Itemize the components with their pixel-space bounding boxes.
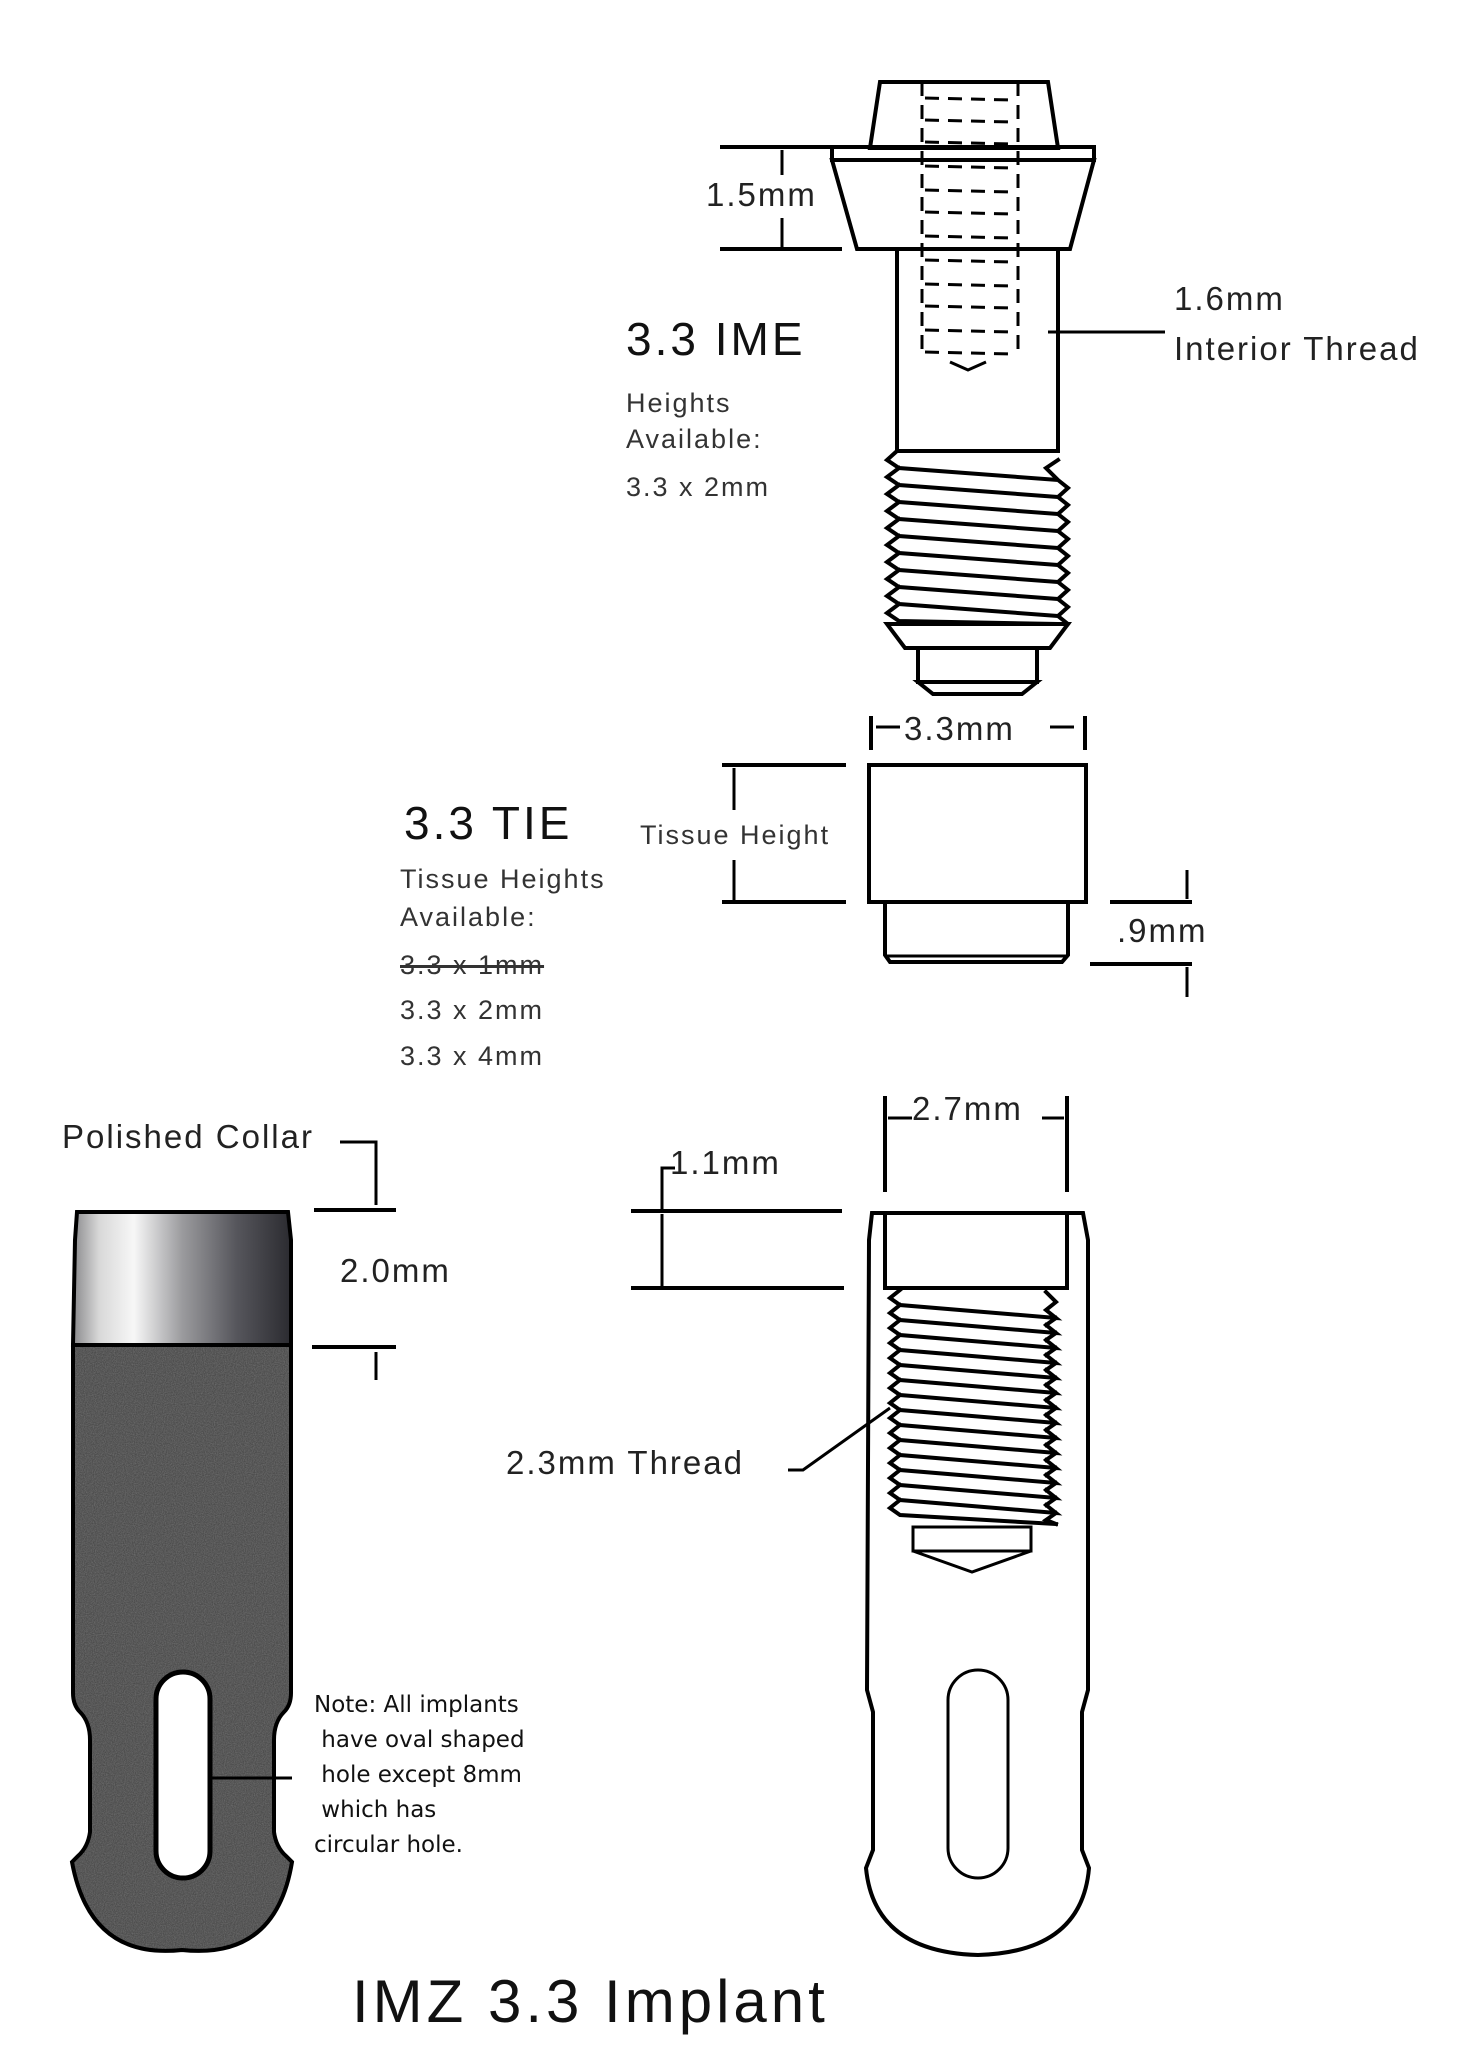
implant-outline-drawing	[631, 1096, 1092, 1958]
ime-product-name: 3.3 IME	[626, 313, 806, 365]
tie-product-name: 3.3 TIE	[404, 797, 573, 849]
ime-size-option: 3.3 x 2mm	[626, 472, 771, 502]
tie-component-drawing	[722, 716, 1192, 997]
ime-head-height-dimension: 1.5mm	[706, 176, 817, 213]
ime-interior-thread-dashes	[924, 96, 1013, 356]
collar-height-dimension: 2.0mm	[340, 1252, 451, 1289]
thread-label: 2.3mm Thread	[506, 1444, 744, 1481]
ime-top-cone	[867, 80, 1061, 150]
ime-abutment-drawing	[720, 80, 1165, 696]
implant-top-width-dimension: 2.7mm	[912, 1090, 1023, 1127]
tissue-height-label: Tissue Height	[640, 820, 831, 850]
implant-shaded-drawing	[69, 1140, 396, 1953]
tie-base-height-dimension: .9mm	[1117, 912, 1208, 949]
interior-thread-label: Interior Thread	[1174, 330, 1420, 367]
ime-flange-cone	[829, 158, 1097, 251]
ime-heights-label: Heights	[626, 388, 732, 418]
tie-tissue-heights-label: Tissue Heights	[400, 864, 606, 894]
diagram-title: IMZ 3.3 Implant	[352, 1968, 829, 2035]
tie-size-option: 3.3 x 2mm	[400, 995, 545, 1025]
interior-thread-dimension: 1.6mm	[1174, 280, 1285, 317]
counterbore-depth-dimension: 1.1mm	[670, 1144, 781, 1181]
ime-external-threads	[883, 448, 1072, 627]
tie-size-option-discontinued: 3.3 x 1mm	[400, 950, 545, 980]
oval-hole-note: Note: All implants have oval shaped hole…	[314, 1692, 525, 1858]
tie-available-label: Available:	[400, 902, 537, 932]
tie-width-dimension: 3.3mm	[904, 710, 1015, 747]
polished-collar-label: Polished Collar	[62, 1118, 314, 1155]
tie-size-option: 3.3 x 4mm	[400, 1041, 545, 1071]
ime-available-label: Available:	[626, 424, 763, 454]
